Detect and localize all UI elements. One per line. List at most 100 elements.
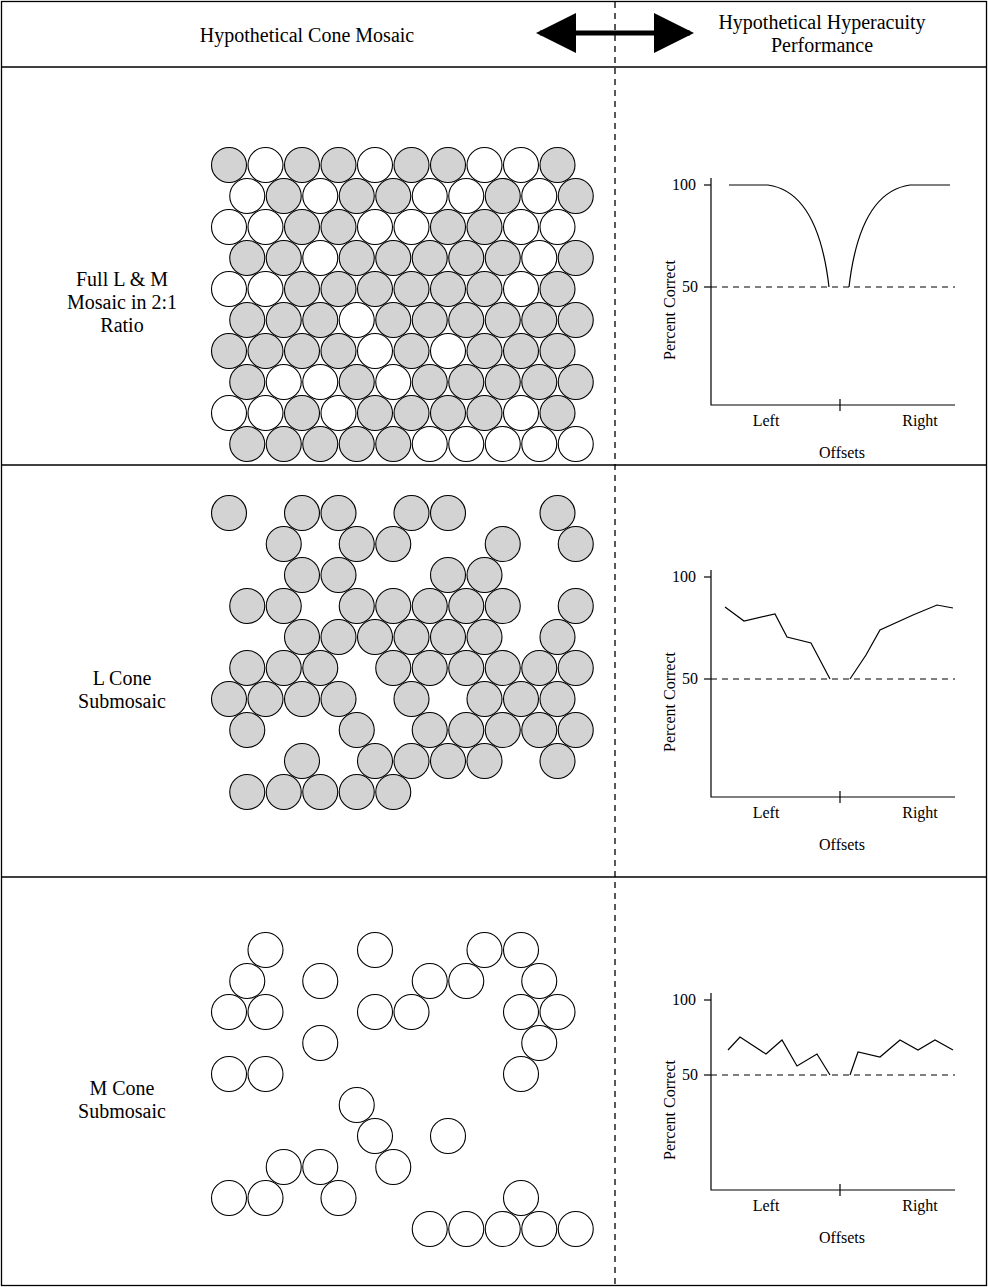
m-cone [212, 1181, 247, 1216]
l-cone [431, 558, 466, 593]
l-cone [358, 272, 393, 307]
m-cone [212, 1057, 247, 1092]
m-cone [358, 995, 393, 1030]
l-cone [248, 682, 283, 717]
l-cone [540, 272, 575, 307]
m-cone [504, 995, 539, 1030]
l-cone [431, 272, 466, 307]
m-cone [358, 933, 393, 968]
l-cone [266, 241, 301, 276]
m-cone [212, 272, 247, 307]
l-cone [412, 241, 447, 276]
l-cone [266, 527, 301, 562]
l-cone [376, 303, 411, 338]
l-cone [431, 396, 466, 431]
performance-curve [725, 607, 830, 679]
l-cone [339, 427, 374, 462]
axis-title: Percent Correct [661, 622, 679, 782]
l-cone [431, 210, 466, 245]
l-cone [412, 589, 447, 624]
m-cone [303, 1026, 338, 1061]
axis-label: Left [736, 1197, 796, 1215]
l-cone [321, 334, 356, 369]
l-cone [431, 496, 466, 531]
l-cone [540, 744, 575, 779]
m-cone [248, 210, 283, 245]
m-cone [358, 334, 393, 369]
m-cone [522, 1212, 557, 1247]
l-cone [394, 744, 429, 779]
axis-label: Right [890, 1197, 950, 1215]
l-cone [394, 148, 429, 183]
m-cone [321, 1181, 356, 1216]
l-cone [449, 651, 484, 686]
l-cone [285, 558, 320, 593]
m-cone [558, 427, 593, 462]
axis-label: Left [736, 804, 796, 822]
l-cone [230, 713, 265, 748]
l-cone [412, 713, 447, 748]
m-cone [522, 179, 557, 214]
l-cone [321, 272, 356, 307]
m-cone [504, 933, 539, 968]
m-cone [485, 427, 520, 462]
l-cone [467, 682, 502, 717]
l-cone [449, 241, 484, 276]
l-cone [449, 713, 484, 748]
l-cone [285, 682, 320, 717]
l-cone [230, 303, 265, 338]
l-cone [230, 427, 265, 462]
m-cone [522, 1026, 557, 1061]
m-cone [412, 964, 447, 999]
m-cone [339, 303, 374, 338]
m-cone [558, 1212, 593, 1247]
m-cone [248, 396, 283, 431]
axis-tick [704, 184, 711, 185]
row-label: Full L & M Mosaic in 2:1 Ratio [67, 268, 177, 337]
l-cone [558, 179, 593, 214]
l-cone [485, 241, 520, 276]
m-cone [412, 427, 447, 462]
full-mosaic [212, 148, 594, 462]
l-cone [431, 620, 466, 655]
charts [704, 178, 955, 1196]
l-cone [285, 744, 320, 779]
l-cone [339, 775, 374, 810]
m-cone [394, 995, 429, 1030]
l-cone [394, 682, 429, 717]
l-cone [321, 210, 356, 245]
m-cone [522, 241, 557, 276]
m-cone [412, 179, 447, 214]
m-cone [504, 148, 539, 183]
column-header: Hypothetical Hyperacuity Performance [697, 11, 947, 57]
l-cone [540, 496, 575, 531]
chance-line [711, 1074, 955, 1075]
l-cone [485, 713, 520, 748]
axis-title: Offsets [802, 1229, 882, 1247]
l-cone [485, 651, 520, 686]
m-submosaic [212, 933, 594, 1247]
l-cone [467, 210, 502, 245]
l-cone [558, 651, 593, 686]
l-cone [558, 241, 593, 276]
l-cone [485, 527, 520, 562]
m-cone [303, 241, 338, 276]
row-rule [2, 464, 987, 465]
m-cone [504, 1057, 539, 1092]
performance-curve [729, 185, 829, 287]
m-cone [540, 995, 575, 1030]
chart-axes [711, 178, 955, 405]
l-cone [376, 589, 411, 624]
chance-line [711, 678, 955, 679]
l-cone [285, 210, 320, 245]
l-cone [285, 334, 320, 369]
l-cone [376, 527, 411, 562]
l-cone [558, 527, 593, 562]
l-cone [230, 651, 265, 686]
l-cone [467, 744, 502, 779]
axis-title: Offsets [802, 836, 882, 854]
m-cone [303, 1150, 338, 1185]
tick-label: 100 [664, 568, 704, 586]
l-cone [431, 744, 466, 779]
